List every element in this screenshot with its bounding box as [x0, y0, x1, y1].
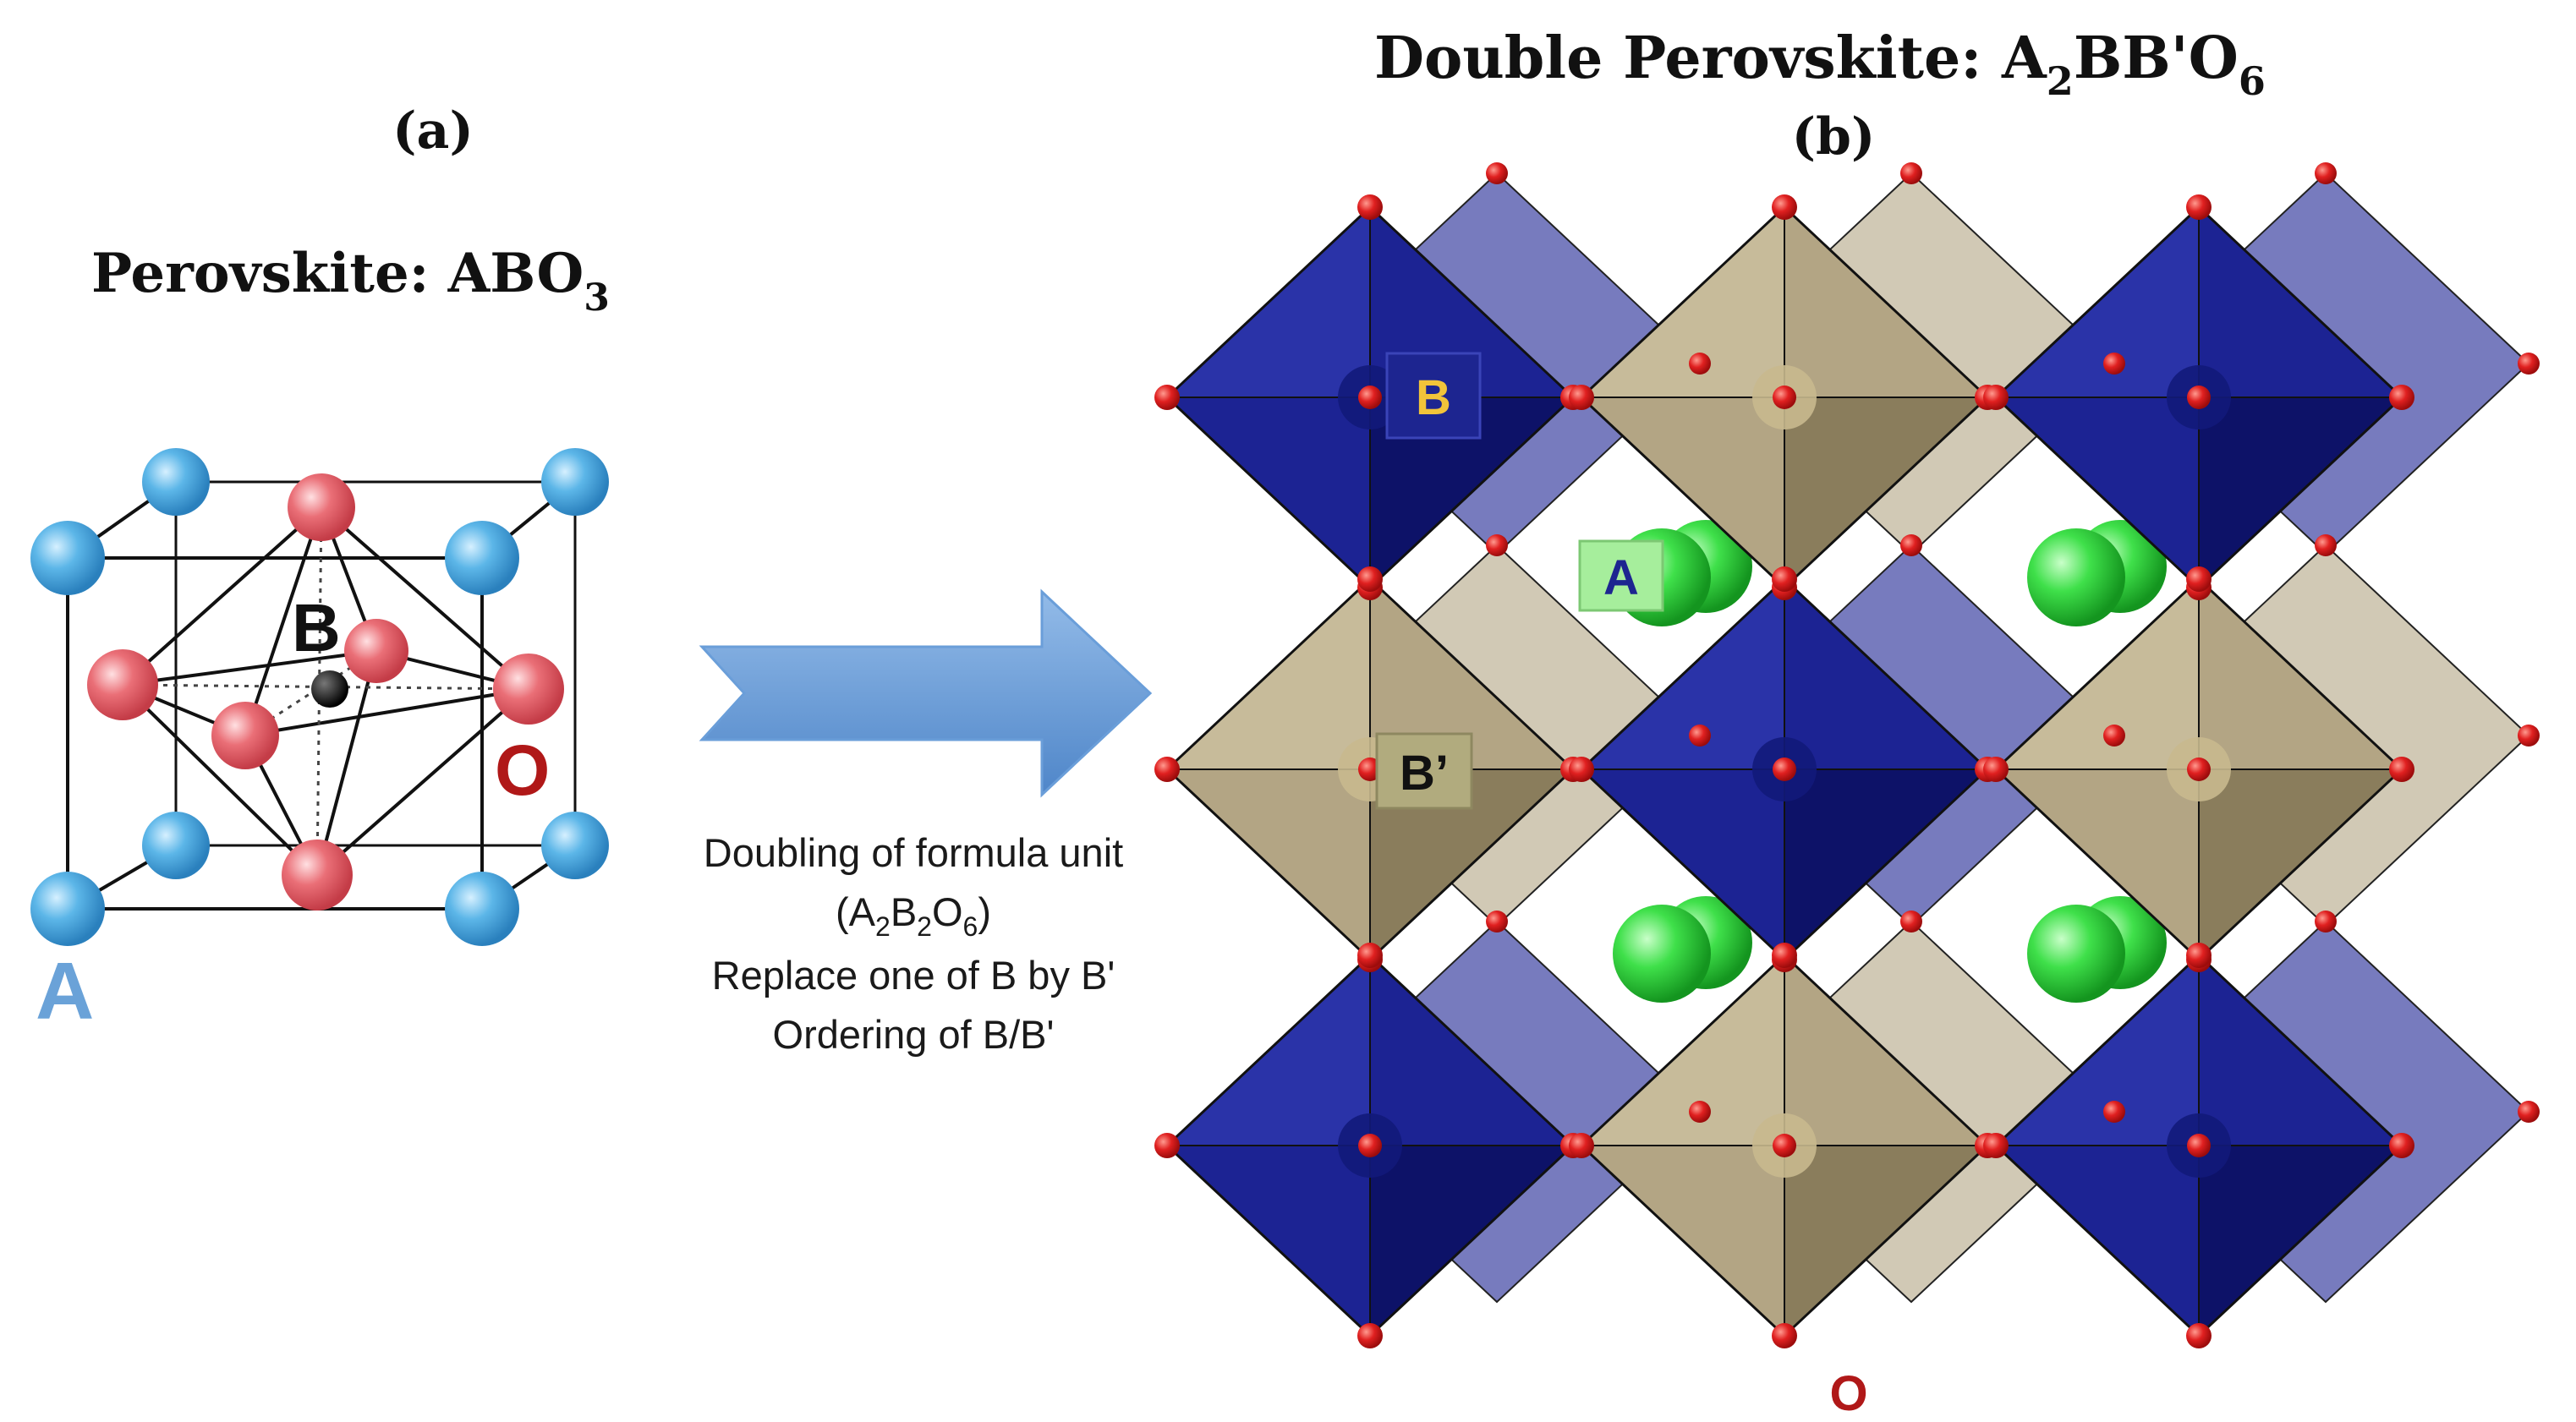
right-arrow-icon — [699, 588, 1153, 798]
oxygen-atom — [2518, 725, 2540, 747]
a-atom — [30, 521, 105, 595]
a-atom — [142, 812, 210, 879]
oxygen-atom — [2315, 162, 2337, 184]
atom-label-a: A — [36, 946, 94, 1036]
caption-line-1: Doubling of formula unit — [704, 830, 1123, 875]
oxygen-atom — [1772, 194, 1797, 220]
o-atom — [87, 649, 158, 720]
oxygen-atom — [1358, 386, 1382, 409]
a-atom — [445, 521, 519, 595]
svg-text:B’: B’ — [1400, 746, 1449, 801]
oxygen-atom — [2103, 1101, 2125, 1123]
o-site-atoms — [87, 473, 564, 911]
o-atom — [493, 654, 564, 725]
oxygen-atom — [1357, 1323, 1383, 1348]
oxygen-atom — [2389, 1133, 2414, 1158]
panel-b-label: (b) — [1792, 107, 1876, 167]
oxygen-atom — [2389, 385, 2414, 410]
a-site-atom — [2027, 905, 2125, 1003]
oxygen-atom — [2186, 943, 2212, 968]
oxygen-atom — [1486, 534, 1508, 556]
panel-a-label: (a) — [392, 101, 474, 161]
a-atom — [445, 872, 519, 946]
oxygen-atom — [2389, 757, 2414, 782]
oxygen-atom — [1773, 386, 1796, 409]
a-atom — [30, 872, 105, 946]
oxygen-atom — [2187, 386, 2211, 409]
oxygen-atom — [1772, 566, 1797, 592]
oxygen-atom — [1154, 385, 1180, 410]
oxygen-atom — [1689, 1101, 1711, 1123]
oxygen-atom — [2315, 911, 2337, 933]
oxygen-atom — [1689, 725, 1711, 747]
svg-text:B: B — [1416, 370, 1451, 425]
o-atom — [288, 473, 355, 541]
oxygen-atom — [1772, 1323, 1797, 1348]
a-atom — [142, 448, 210, 516]
b-atom — [311, 670, 348, 708]
panel-b: Double Perovskite: A2BB'O6 (b) B A B’ O — [1154, 25, 2540, 1421]
transformation-arrow — [699, 588, 1153, 798]
a-site-atom — [1613, 905, 1711, 1003]
label-bprime-box: B’ — [1375, 732, 1473, 810]
oxygen-atom — [2518, 353, 2540, 375]
oxygen-atom — [1983, 385, 2009, 410]
a-site-atom — [2027, 528, 2125, 626]
oxygen-atom — [1689, 353, 1711, 375]
o-atom — [344, 619, 408, 683]
oxygen-atom — [2103, 353, 2125, 375]
panel-a: (a) Perovskite: ABO3 — [30, 101, 610, 1036]
oxygen-atom — [1900, 162, 1922, 184]
double-perovskite-lattice — [1154, 162, 2540, 1348]
a-atom — [541, 812, 609, 879]
o-atom — [211, 702, 279, 769]
oxygen-atom — [1569, 1133, 1594, 1158]
oxygen-atom — [1983, 757, 2009, 782]
label-b-box: B — [1385, 352, 1482, 440]
label-a-box: A — [1578, 539, 1664, 612]
caption-line-3: Replace one of B by B' — [712, 953, 1115, 998]
oxygen-atom — [2315, 534, 2337, 556]
oxygen-atom — [1154, 1133, 1180, 1158]
a-atom — [541, 448, 609, 516]
oxygen-atom — [1900, 911, 1922, 933]
oxygen-atom — [2187, 1134, 2211, 1157]
caption-line-4: Ordering of B/B' — [773, 1012, 1055, 1057]
oxygen-atom — [1900, 534, 1922, 556]
svg-text:A: A — [1603, 550, 1639, 605]
oxygen-atom — [1773, 1134, 1796, 1157]
oxygen-atom — [2518, 1101, 2540, 1123]
oxygen-atom — [1357, 943, 1383, 968]
oxygen-atom — [1486, 162, 1508, 184]
oxygen-atom — [2186, 194, 2212, 220]
oxygen-atom — [1569, 385, 1594, 410]
o-atom — [282, 840, 353, 911]
panel-a-title: Perovskite: ABO3 — [91, 242, 610, 320]
atom-label-b: B — [292, 590, 341, 665]
oxygen-atom — [1154, 757, 1180, 782]
atom-label-o: O — [495, 730, 550, 810]
oxygen-atom — [1569, 757, 1594, 782]
oxygen-atom — [1773, 757, 1796, 781]
oxygen-atom — [1486, 911, 1508, 933]
oxygen-atom — [2186, 566, 2212, 592]
oxygen-atom — [1358, 1134, 1382, 1157]
oxygen-atom — [2103, 725, 2125, 747]
oxygen-atom — [2186, 1323, 2212, 1348]
oxygen-atom — [2187, 757, 2211, 781]
a-site-atoms — [30, 448, 609, 946]
panel-b-title: Double Perovskite: A2BB'O6 — [1374, 25, 2266, 104]
arrow-caption: Doubling of formula unit (A2B2O6) Replac… — [704, 830, 1123, 1057]
caption-line-2: (A2B2O6) — [836, 889, 991, 942]
oxygen-atom — [1983, 1133, 2009, 1158]
oxygen-atom — [1772, 943, 1797, 968]
oxygen-atom — [1357, 566, 1383, 592]
oxygen-atom — [1357, 194, 1383, 220]
label-o-bottom: O — [1829, 1366, 1867, 1421]
